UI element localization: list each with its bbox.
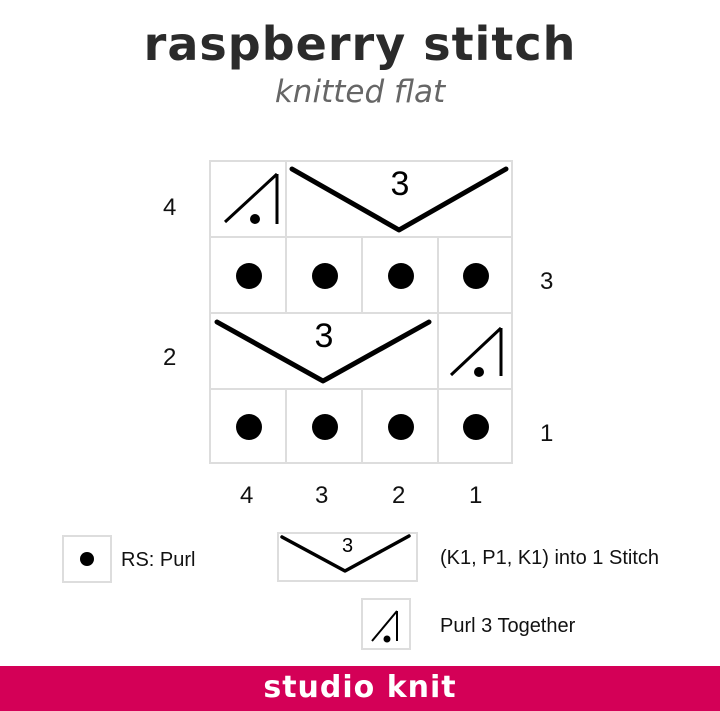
chart-cell-p3tog [209, 160, 287, 238]
increase-number: 3 [390, 165, 410, 203]
column-label-2: 2 [392, 482, 406, 509]
purl-dot-icon [463, 414, 489, 440]
chart-cell-purl [437, 236, 513, 314]
legend-increase-label: (K1, P1, K1) into 1 Stitch [440, 547, 659, 569]
legend-increase-box: 3 [277, 532, 418, 582]
p3tog-icon [371, 610, 398, 643]
purl-dot-icon [312, 414, 338, 440]
legend-p3tog-label: Purl 3 Together [440, 615, 576, 637]
page-title: raspberry stitch [143, 17, 577, 71]
purl-dot-icon [80, 552, 94, 566]
p3tog-icon [449, 326, 503, 377]
chart-cell-purl [209, 388, 287, 464]
chart-cell-increase: 3 [209, 312, 439, 390]
legend-p3tog-box [361, 598, 411, 650]
row-label-2: 2 [163, 344, 177, 371]
increase-v-icon [289, 166, 509, 233]
column-label-4: 4 [240, 482, 254, 509]
chart-cell-purl [437, 388, 513, 464]
chart-cell-purl [285, 236, 363, 314]
footer-banner: studio knit [0, 666, 720, 711]
row-label-4: 4 [163, 194, 177, 221]
column-label-3: 3 [315, 482, 329, 509]
p3tog-icon [223, 172, 279, 224]
purl-dot-icon [388, 263, 414, 289]
legend-increase-number: 3 [341, 535, 354, 557]
increase-number: 3 [314, 317, 334, 355]
column-label-1: 1 [469, 482, 483, 509]
chart-cell-purl [361, 388, 439, 464]
legend-purl-label: RS: Purl [121, 549, 196, 571]
purl-dot-icon [388, 414, 414, 440]
chart-cell-increase: 3 [285, 160, 513, 238]
increase-v-icon [214, 319, 432, 384]
purl-dot-icon [463, 263, 489, 289]
stitch-chart: 3 3 [209, 160, 513, 464]
brand-name: studio knit [263, 670, 457, 705]
chart-cell-purl [209, 236, 287, 314]
page-subtitle: knitted flat [274, 74, 446, 110]
chart-cell-purl [361, 236, 439, 314]
purl-dot-icon [236, 263, 262, 289]
row-label-3: 3 [540, 268, 554, 295]
increase-v-icon [280, 534, 411, 573]
legend-purl-box [62, 535, 112, 583]
chart-cell-purl [285, 388, 363, 464]
chart-cell-p3tog [437, 312, 513, 390]
row-label-1: 1 [540, 420, 554, 447]
purl-dot-icon [236, 414, 262, 440]
purl-dot-icon [312, 263, 338, 289]
